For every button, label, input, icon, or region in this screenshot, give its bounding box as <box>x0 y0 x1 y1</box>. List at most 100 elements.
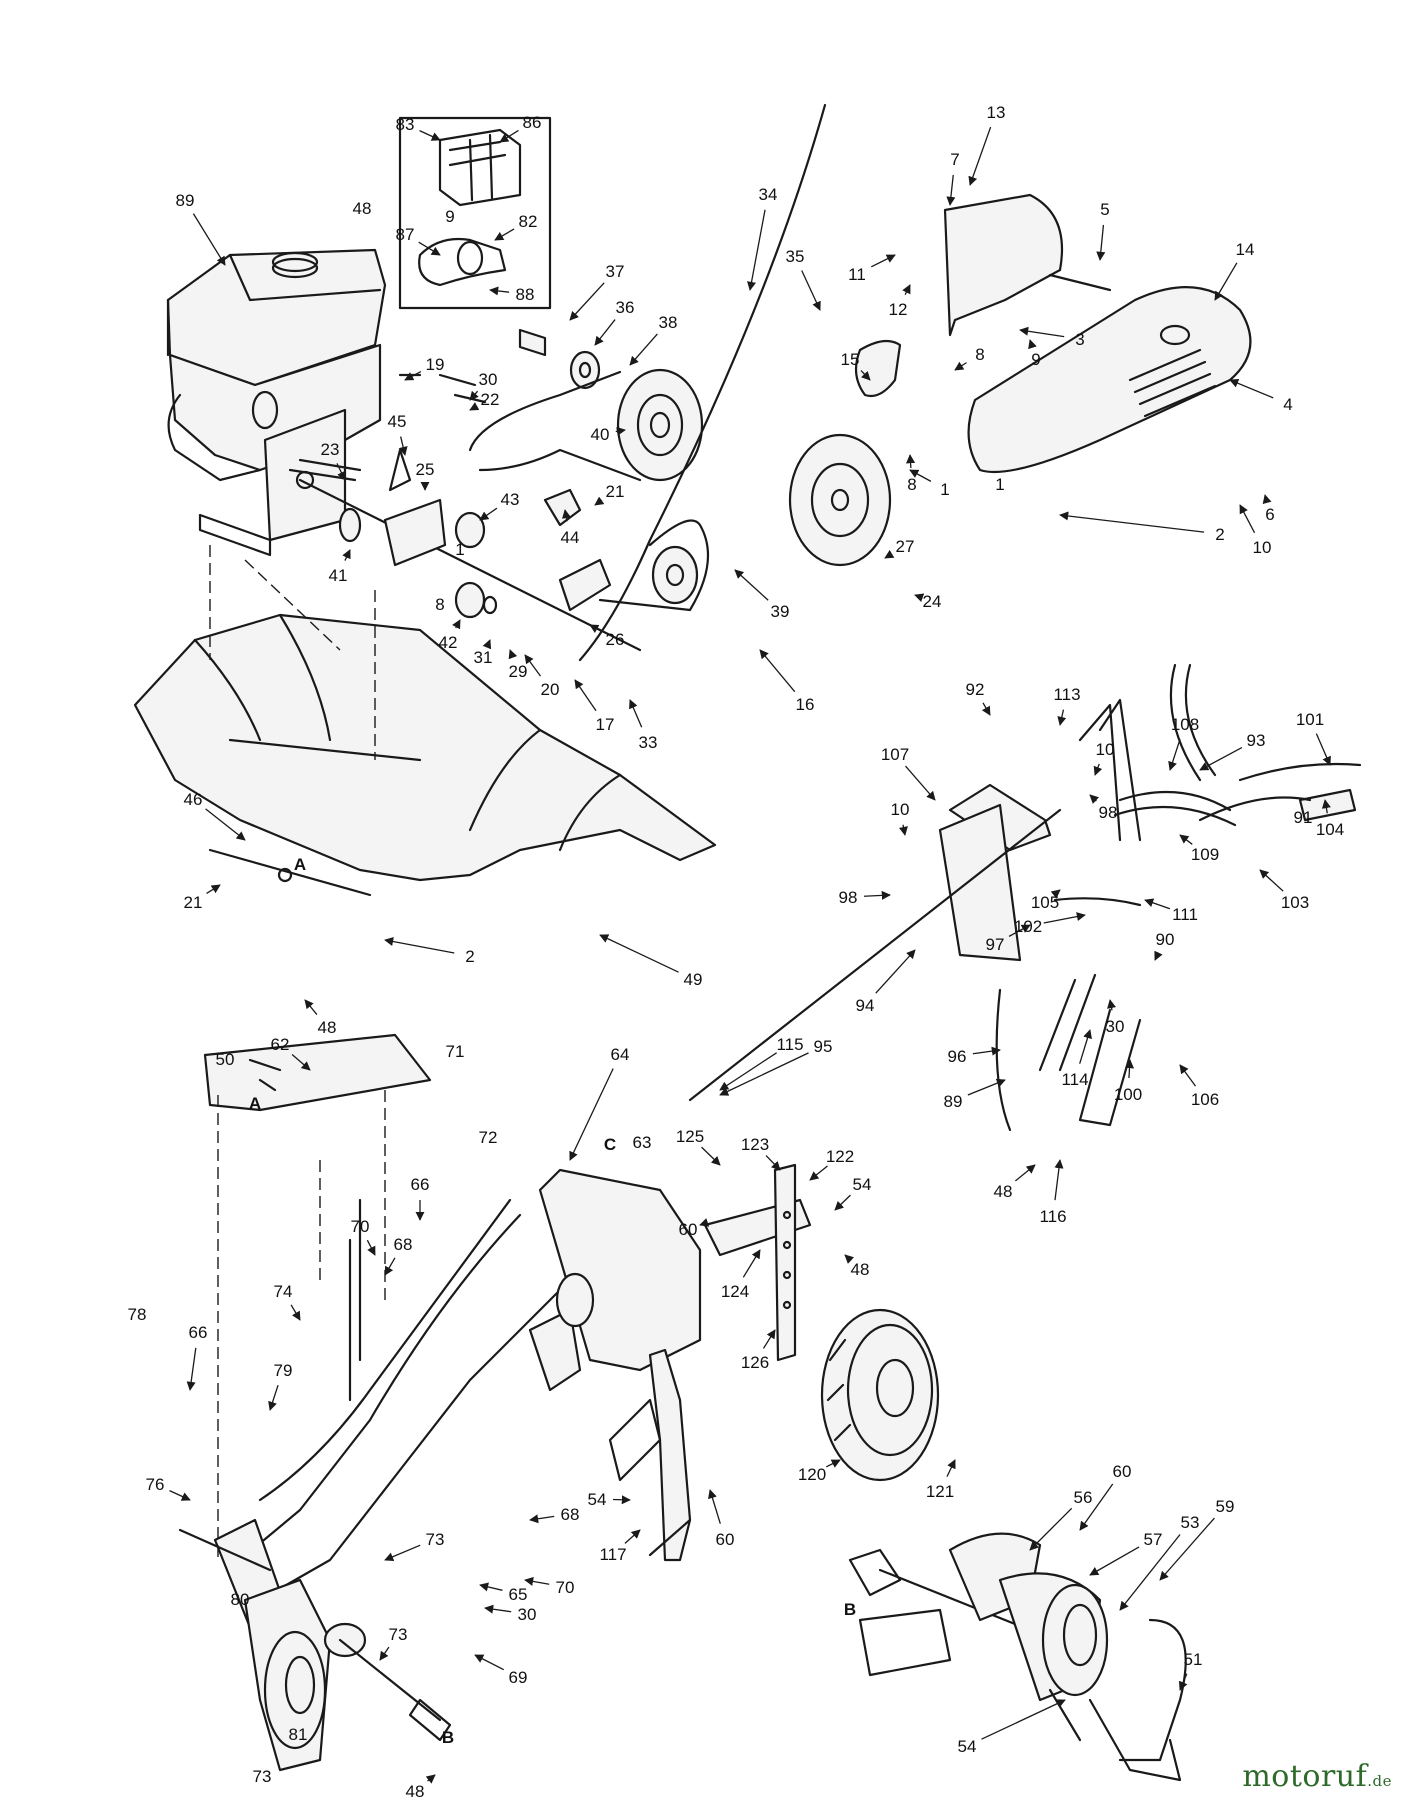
part-label-48: 48 <box>851 1260 870 1279</box>
part-label-104: 104 <box>1316 820 1344 839</box>
part-label-6: 6 <box>1265 505 1274 524</box>
part-label-94: 94 <box>856 996 875 1015</box>
leader-line-20 <box>524 654 542 677</box>
part-label-35: 35 <box>786 247 805 266</box>
part-label-17: 17 <box>596 715 615 734</box>
leader-line-48 <box>844 1254 855 1264</box>
part-label-70: 70 <box>351 1217 370 1236</box>
leader-line-10 <box>898 824 908 836</box>
part-label-36: 36 <box>616 298 635 317</box>
leader-line-105 <box>1050 889 1061 899</box>
part-label-82: 82 <box>519 212 538 231</box>
leader-line-3 <box>1019 326 1065 338</box>
cable-34 <box>578 103 827 662</box>
part-label-40: 40 <box>591 425 610 444</box>
part-label-44: 44 <box>561 528 580 547</box>
engine-shaft-parts <box>298 373 642 652</box>
leader-line-23 <box>336 463 346 481</box>
leader-line-74 <box>290 1304 301 1321</box>
leader-line-14 <box>1214 262 1238 301</box>
part-label-65: 65 <box>509 1585 528 1604</box>
part-label-25: 25 <box>416 460 435 479</box>
leader-line-126 <box>762 1329 776 1349</box>
leader-line-93 <box>1199 746 1243 771</box>
leader-line-92 <box>981 702 991 716</box>
leader-line-65 <box>479 1582 503 1592</box>
part-label-7: 7 <box>950 150 959 169</box>
part-label-80: 80 <box>231 1590 250 1609</box>
leader-line-76 <box>169 1490 191 1501</box>
part-label-115: 115 <box>776 1035 803 1054</box>
part-label-29: 29 <box>509 662 528 681</box>
section-marker-A: A <box>294 855 306 874</box>
leader-line-17 <box>574 679 597 712</box>
drive-pulleys <box>468 328 892 612</box>
part-label-120: 120 <box>798 1465 826 1484</box>
leader-line-83 <box>419 130 441 141</box>
part-label-31: 31 <box>474 648 493 667</box>
leader-line-11 <box>871 254 896 268</box>
leader-line-13 <box>968 126 992 186</box>
leader-line-89 <box>967 1078 1006 1096</box>
part-label-53: 53 <box>1181 1513 1200 1532</box>
part-label-8: 8 <box>907 475 916 494</box>
leader-line-6 <box>1262 494 1272 505</box>
leader-line-30 <box>469 390 479 401</box>
part-label-69: 69 <box>509 1668 528 1687</box>
leader-line-5 <box>1096 224 1106 261</box>
part-label-66: 66 <box>189 1323 208 1342</box>
leader-line-8 <box>954 361 967 371</box>
part-label-124: 124 <box>721 1282 749 1301</box>
leader-line-56 <box>1029 1507 1073 1551</box>
part-label-96: 96 <box>948 1047 967 1066</box>
part-label-98: 98 <box>839 888 858 907</box>
part-label-12: 12 <box>889 300 908 319</box>
part-label-62: 62 <box>271 1035 290 1054</box>
part-label-1: 1 <box>940 480 949 499</box>
part-label-54: 54 <box>958 1737 977 1756</box>
leader-line-15 <box>860 370 871 381</box>
leader-line-12 <box>902 284 911 295</box>
part-label-2: 2 <box>1215 525 1224 544</box>
leader-line-54 <box>834 1194 851 1211</box>
part-label-117: 117 <box>599 1545 626 1564</box>
part-label-60: 60 <box>679 1220 698 1239</box>
leader-line-45 <box>398 436 408 456</box>
part-label-125: 125 <box>676 1127 704 1146</box>
leader-line-116 <box>1054 1159 1064 1201</box>
leader-line-66 <box>186 1347 197 1391</box>
leader-line-35 <box>801 270 821 311</box>
part-label-1: 1 <box>455 540 464 559</box>
part-label-45: 45 <box>388 412 407 431</box>
part-label-48: 48 <box>353 199 372 218</box>
part-label-107: 107 <box>881 745 909 764</box>
part-label-123: 123 <box>741 1135 769 1154</box>
part-label-20: 20 <box>541 680 560 699</box>
leader-line-48 <box>1015 1164 1036 1182</box>
part-label-114: 114 <box>1061 1070 1088 1089</box>
part-label-122: 122 <box>826 1147 854 1166</box>
tine-shield <box>133 613 717 882</box>
part-label-88: 88 <box>516 285 535 304</box>
part-label-50: 50 <box>216 1050 235 1069</box>
part-label-68: 68 <box>394 1235 413 1254</box>
leader-line-82 <box>494 228 515 241</box>
leader-line-60 <box>699 1218 710 1227</box>
leader-line-27 <box>884 549 895 559</box>
part-label-46: 46 <box>184 790 203 809</box>
leader-line-46 <box>205 808 246 841</box>
part-label-73: 73 <box>389 1625 408 1644</box>
part-label-59: 59 <box>1216 1497 1235 1516</box>
part-label-60: 60 <box>1113 1462 1132 1481</box>
part-label-24: 24 <box>923 592 942 611</box>
leader-line-98 <box>1089 794 1100 804</box>
leader-line-60 <box>1079 1483 1114 1531</box>
part-label-30: 30 <box>1106 1017 1125 1036</box>
part-label-91: 91 <box>1294 808 1313 827</box>
part-label-10: 10 <box>1096 740 1115 759</box>
handle-assembly <box>938 663 1362 1132</box>
leader-line-94 <box>875 949 916 994</box>
leader-line-36 <box>594 319 616 346</box>
part-label-9: 9 <box>1031 350 1040 369</box>
tine-assembly <box>848 1532 1187 1782</box>
